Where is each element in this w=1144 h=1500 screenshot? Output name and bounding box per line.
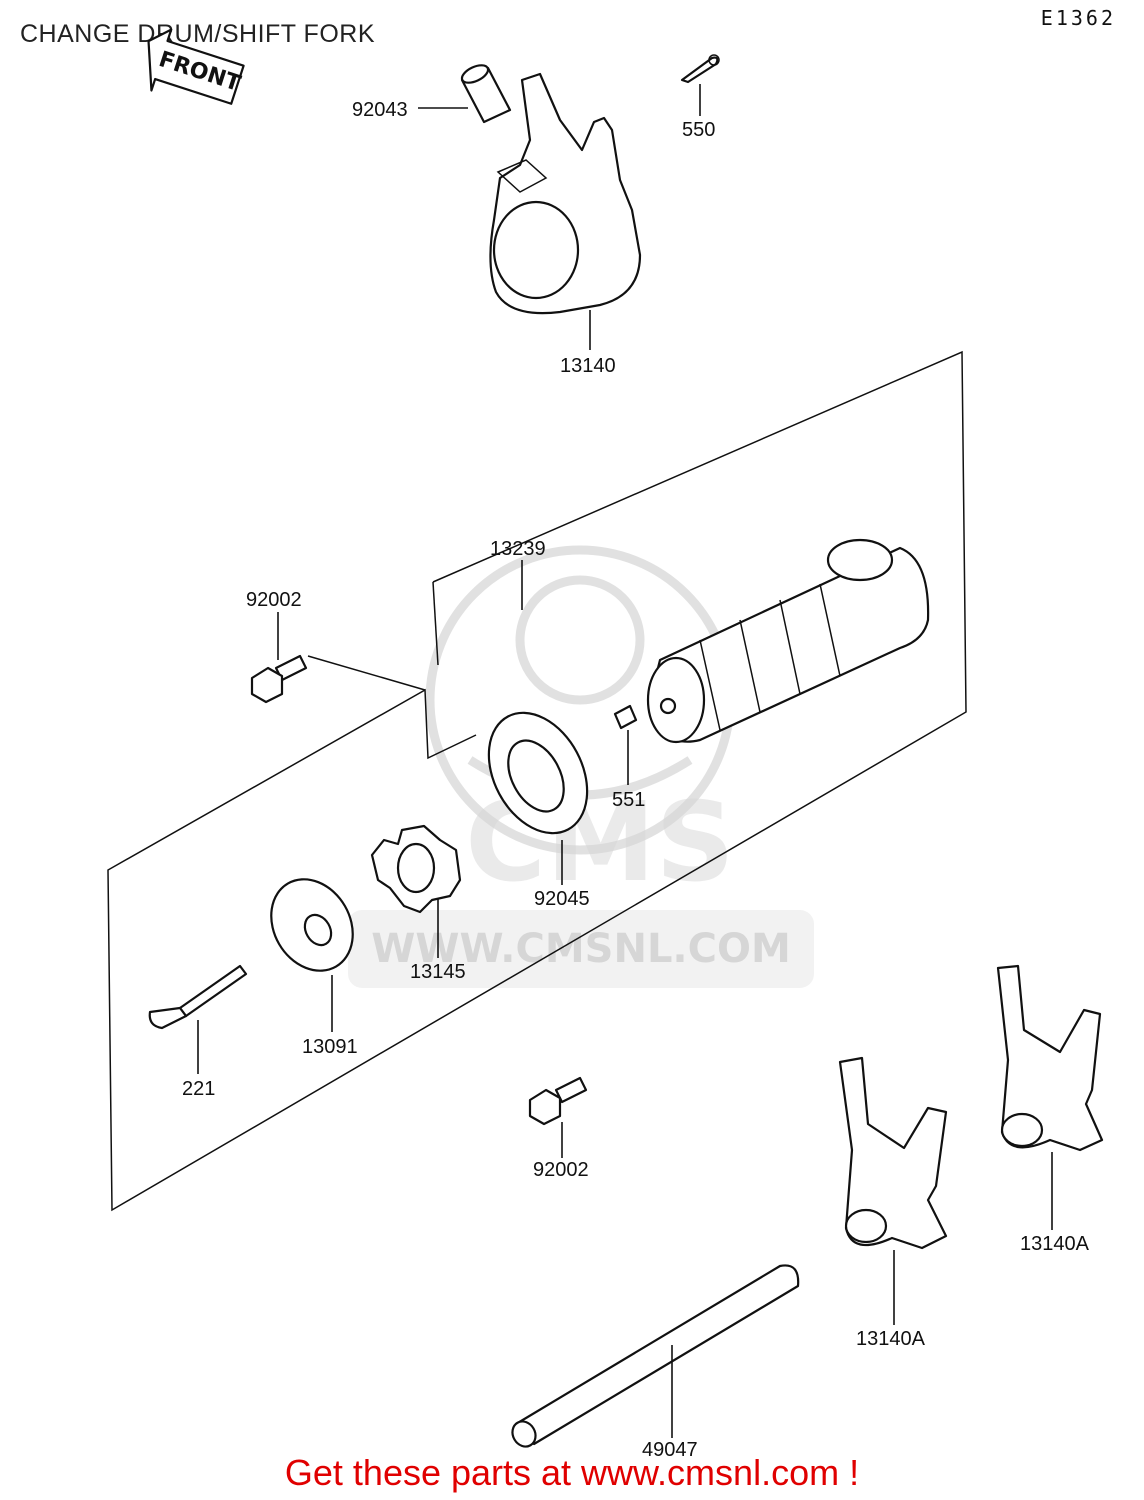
part-label-92002-top: 92002 xyxy=(246,589,302,611)
diagram-code: E1362 xyxy=(1040,6,1116,30)
bolt-icon xyxy=(250,654,308,704)
change-drum-icon xyxy=(646,538,930,744)
part-label-13140A-left: 13140A xyxy=(856,1328,926,1350)
part-label-13145: 13145 xyxy=(410,961,466,983)
pin-icon xyxy=(460,64,512,124)
part-label-13140A-right: 13140A xyxy=(1020,1233,1090,1255)
cotter-pin-icon xyxy=(680,54,720,84)
shift-fork-left-icon xyxy=(838,1056,948,1250)
part-label-49047: 49047 xyxy=(642,1439,698,1461)
front-arrow-icon: FRONT xyxy=(147,28,245,105)
part-label-13140: 13140 xyxy=(560,355,616,377)
holder-plate-icon xyxy=(270,878,354,972)
part-label-92043: 92043 xyxy=(352,99,408,121)
assembly-outline xyxy=(107,350,967,1212)
part-label-13239: 13239 xyxy=(490,538,546,560)
bolt-icon-lower xyxy=(528,1076,588,1126)
part-label-550: 550 xyxy=(682,119,715,141)
part-label-221: 221 xyxy=(182,1078,215,1100)
cam-plate-icon xyxy=(370,824,462,914)
shift-rod-icon xyxy=(511,1264,800,1448)
dowel-pin-icon xyxy=(613,704,638,730)
part-label-13091: 13091 xyxy=(302,1036,358,1058)
watermark-url: WWW.CMSNL.COM xyxy=(371,926,791,972)
screw-icon xyxy=(148,964,248,1030)
ball-bearing-icon xyxy=(487,711,589,835)
page-title: CHANGE DRUM/SHIFT FORK xyxy=(20,20,375,48)
shift-fork-right-icon xyxy=(996,964,1104,1152)
promo-link[interactable]: Get these parts at www.cmsnl.com ! xyxy=(284,1452,860,1493)
part-label-92002-bottom: 92002 xyxy=(533,1159,589,1181)
part-label-92045: 92045 xyxy=(534,888,590,910)
shift-fork-icon xyxy=(489,72,642,315)
part-label-551: 551 xyxy=(612,789,645,811)
